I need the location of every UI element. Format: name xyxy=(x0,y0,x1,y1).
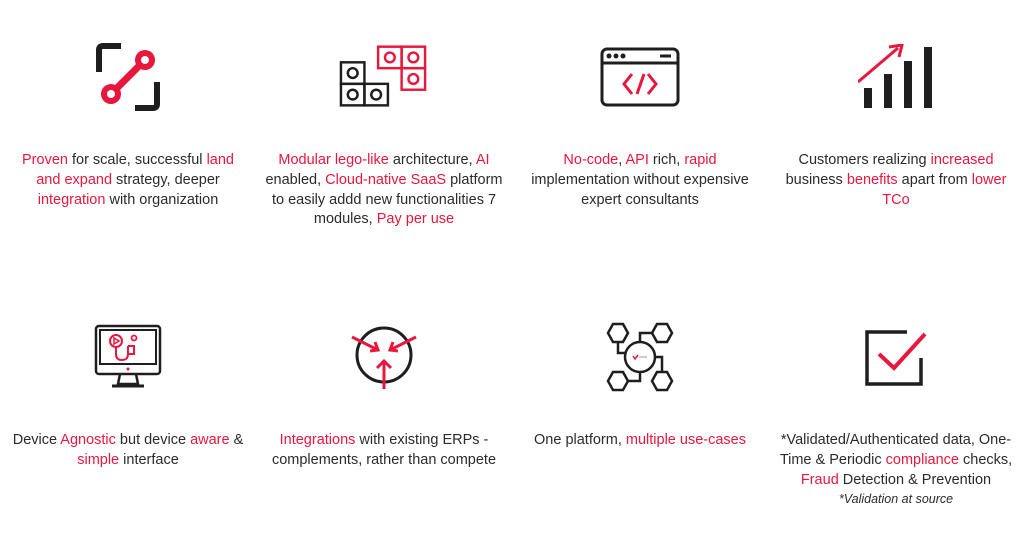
lego-blocks-icon xyxy=(339,37,429,117)
feature-text: One platform, multiple use-cases xyxy=(534,432,746,448)
growth-chart-icon xyxy=(851,37,941,117)
validation-note: *Validation at source xyxy=(838,492,954,507)
feature-text: Customers realizing increased business b… xyxy=(785,152,1007,208)
feature-no-code: No-code, API rich, rapid implementation … xyxy=(512,37,768,210)
checkbox-check-icon xyxy=(851,317,941,397)
feature-one-platform: One platform, multiple use-cases xyxy=(512,317,768,451)
feature-device-agnostic: Device Agnostic but device aware & simpl… xyxy=(0,317,256,471)
feature-text: Modular lego-like architecture, AI enabl… xyxy=(265,152,503,228)
feature-business-benefits: Customers realizing increased business b… xyxy=(768,37,1024,210)
feature-modular: Modular lego-like architecture, AI enabl… xyxy=(256,37,512,230)
converging-arrows-icon xyxy=(339,317,429,397)
feature-integrations: Integrations with existing ERPs - comple… xyxy=(256,317,512,471)
feature-text: No-code, API rich, rapid implementation … xyxy=(531,152,749,208)
feature-validated-data: *Validated/Authenticated data, One-Time … xyxy=(768,317,1024,508)
feature-text: Device Agnostic but device aware & simpl… xyxy=(12,432,244,468)
feature-proven-scale: Proven for scale, successful land and ex… xyxy=(0,37,256,210)
feature-text: *Validated/Authenticated data, One-Time … xyxy=(776,431,1016,508)
monitor-device-icon xyxy=(83,317,173,397)
code-window-icon xyxy=(595,37,685,117)
hub-network-icon xyxy=(595,317,685,397)
feature-text: Integrations with existing ERPs - comple… xyxy=(271,432,497,468)
feature-text: Proven for scale, successful land and ex… xyxy=(22,152,234,208)
scale-connect-icon xyxy=(83,37,173,117)
